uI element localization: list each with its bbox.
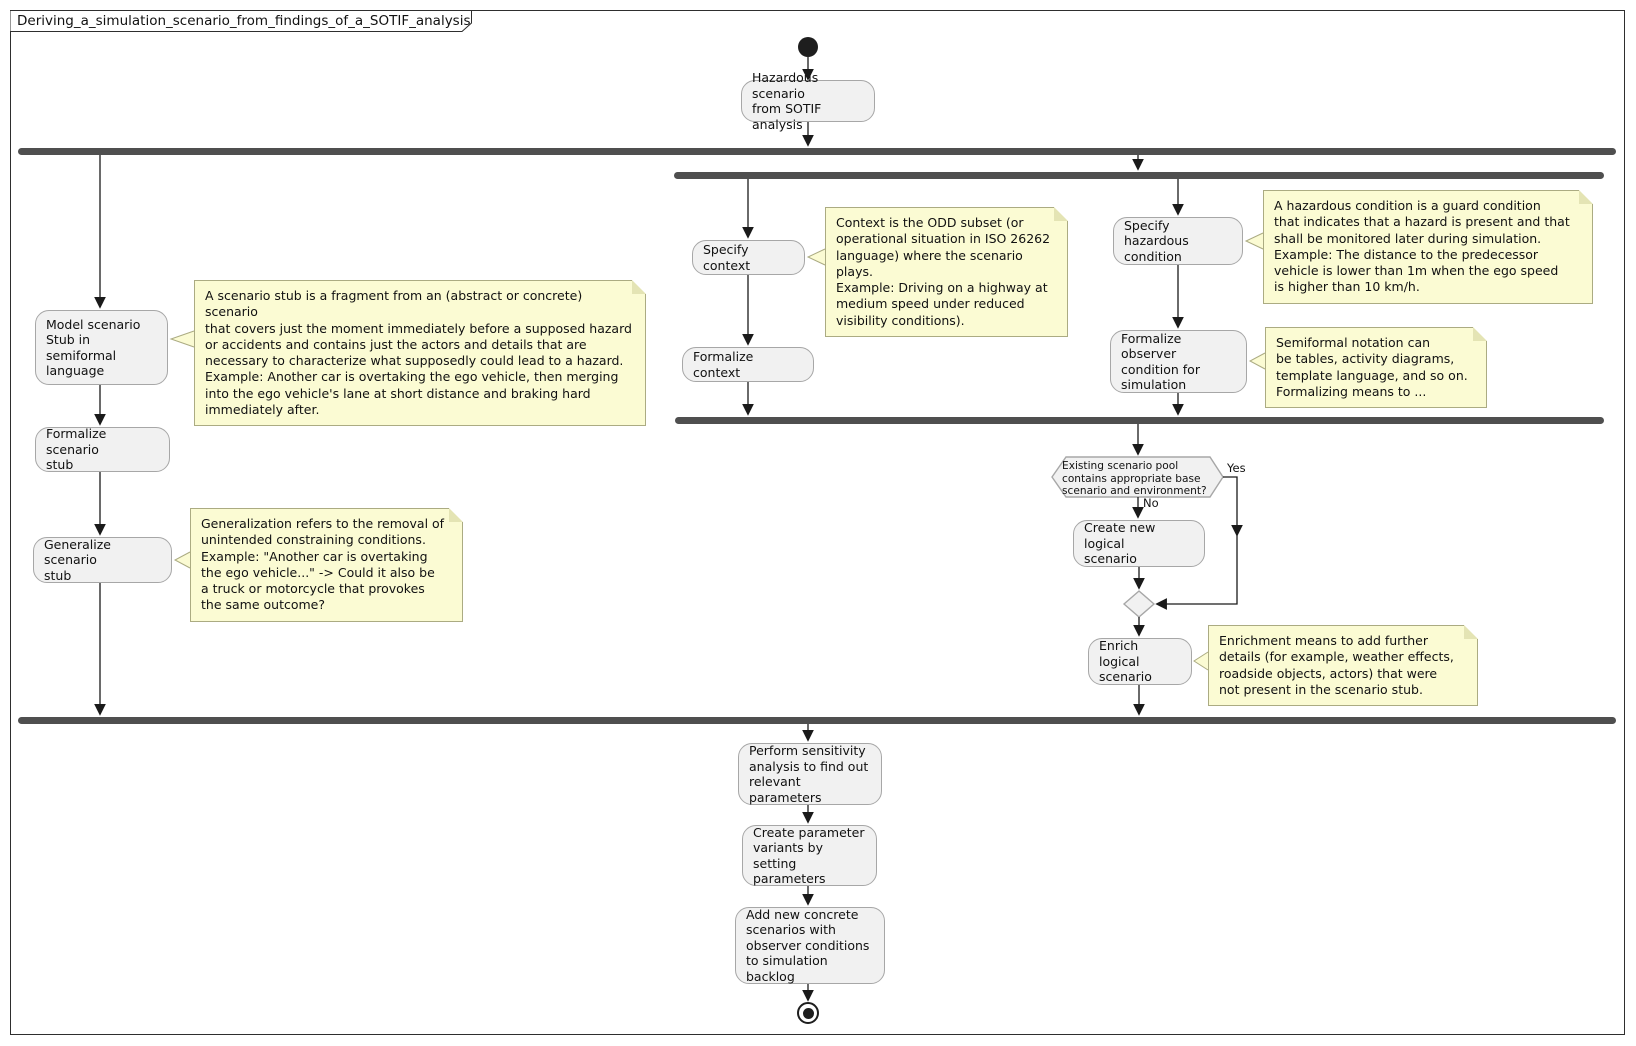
decision-no-label: No <box>1143 496 1159 510</box>
note-context: Context is the ODD subset (or operationa… <box>825 207 1068 338</box>
activity-formalize-scenario-stub: Formalize scenario stub <box>35 426 170 472</box>
activity-formalize-observer-condition: Formalize observer condition for simulat… <box>1110 330 1247 393</box>
activity-model-scenario-stub: Model scenario Stub in semiformal langua… <box>35 310 168 385</box>
activity-create-parameter-variants: Create parameter variants by setting par… <box>742 825 877 886</box>
note-enrichment: Enrichment means to add further details … <box>1208 625 1478 707</box>
activity-create-new-logical-scenario: Create new logical scenario <box>1073 520 1205 567</box>
note-hazardous-condition: A hazardous condition is a guard conditi… <box>1263 190 1593 304</box>
start-node <box>798 37 818 57</box>
activity-enrich-logical-scenario: Enrich logical scenario <box>1088 638 1192 685</box>
note-scenario-stub: A scenario stub is a fragment from an (a… <box>194 280 646 427</box>
join-bar-bottom <box>18 717 1616 724</box>
join-bar-inner <box>675 417 1604 424</box>
activity-hazardous-scenario: Hazardous scenario from SOTIF analysis <box>741 70 875 132</box>
decision-yes-label: Yes <box>1227 461 1246 475</box>
activity-add-new-concrete-scenarios: Add new concrete scenarios with observer… <box>735 907 885 984</box>
frame-border <box>10 10 1625 1035</box>
fork-bar-inner <box>674 172 1604 179</box>
activity-generalize-scenario-stub: Generalize scenario stub <box>33 537 172 583</box>
activity-perform-sensitivity-analysis: Perform sensitivity analysis to find out… <box>738 743 882 805</box>
end-node-dot <box>802 1007 814 1019</box>
activity-specify-hazardous-condition: Specify hazardous condition <box>1113 217 1243 265</box>
note-generalization: Generalization refers to the removal of … <box>190 508 463 622</box>
activity-specify-context: Specify context <box>692 240 805 275</box>
note-semiformal-notation: Semiformal notation can be tables, activ… <box>1265 327 1487 409</box>
end-node <box>797 1002 819 1024</box>
frame-title: Deriving_a_simulation_scenario_from_find… <box>17 13 471 29</box>
activity-formalize-context: Formalize context <box>682 347 814 382</box>
fork-bar-top <box>18 148 1616 155</box>
decision-question: Existing scenario pool contains appropri… <box>1062 460 1207 498</box>
